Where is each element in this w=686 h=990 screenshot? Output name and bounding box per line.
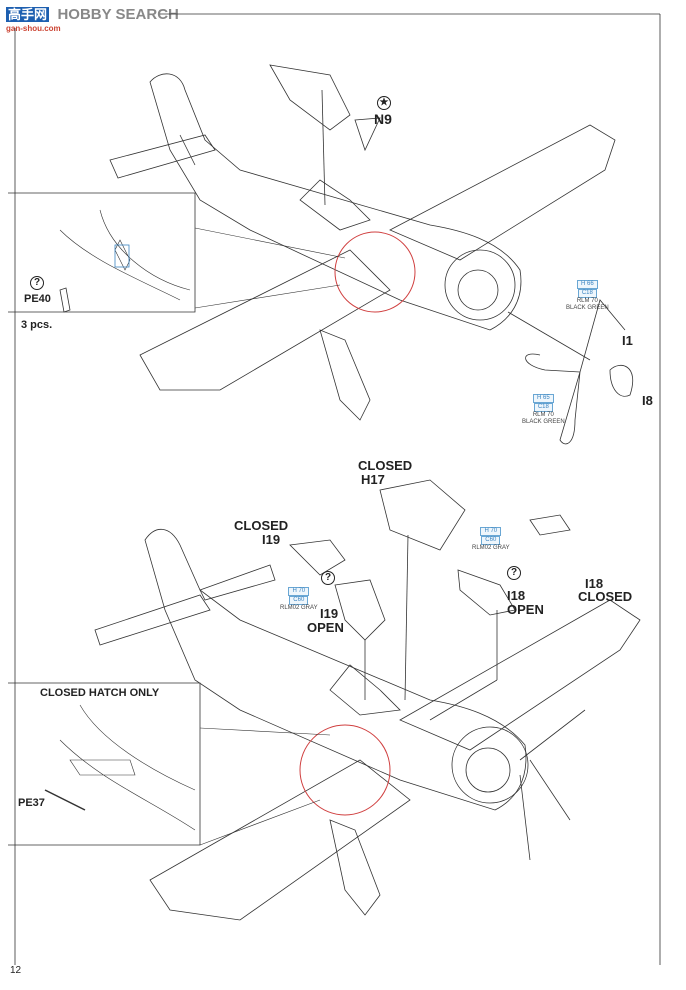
color-name: RLM 70 bbox=[532, 412, 554, 418]
part-label-i8: I8 bbox=[642, 393, 653, 408]
etch-quantity: 3 pcs. bbox=[21, 319, 53, 331]
highlight-circle-top bbox=[334, 231, 416, 313]
color-name: RLM 70 bbox=[576, 298, 598, 304]
watermark-cn: 高手网 bbox=[6, 7, 50, 22]
inset-title: CLOSED HATCH ONLY bbox=[40, 687, 160, 699]
color-name: RLM02 GRAY bbox=[472, 545, 510, 551]
color-code-h: H 66 bbox=[577, 280, 598, 289]
inset-bottom-frame bbox=[8, 682, 201, 846]
label-i18-closed-part: I18 bbox=[585, 576, 604, 591]
label-i18-open-state: OPEN bbox=[507, 602, 544, 617]
top-aircraft bbox=[109, 64, 634, 445]
color-code-c: C60 bbox=[289, 596, 309, 605]
color-callout: H 65 C18 RLM 70 BLACK GREEN bbox=[522, 394, 565, 426]
color-callout: H 70 C60 RLM02 GRAY bbox=[280, 587, 318, 612]
color-code-c: C60 bbox=[481, 536, 501, 545]
color-callout: H 70 C60 RLM02 GRAY bbox=[472, 527, 510, 552]
label-i19-closed-state: CLOSED bbox=[234, 518, 289, 533]
bottom-aircraft bbox=[94, 479, 641, 921]
watermark-logo: 高手网 HOBBY SEARCH gan-shou.com bbox=[6, 4, 179, 33]
label-h17-state: CLOSED bbox=[358, 458, 413, 473]
label-i19-closed-part: I19 bbox=[262, 532, 281, 547]
watermark-brand: HOBBY SEARCH bbox=[57, 6, 179, 23]
etch-part-pe40: PE40 bbox=[24, 293, 51, 305]
watermark-site: gan-shou.com bbox=[6, 24, 61, 33]
help-icon: ? bbox=[30, 276, 44, 290]
color-desc: BLACK GREEN bbox=[522, 419, 565, 425]
page-number: 12 bbox=[10, 965, 22, 976]
highlight-circle-bottom bbox=[299, 724, 391, 816]
color-code-c: C18 bbox=[577, 289, 597, 298]
color-code-h: H 70 bbox=[288, 587, 310, 596]
color-desc: BLACK GREEN bbox=[566, 305, 609, 311]
inset-top-frame bbox=[8, 192, 196, 313]
part-label-n9: N9 bbox=[374, 111, 392, 127]
help-icon: ? bbox=[321, 571, 335, 585]
label-i18-open-part: I18 bbox=[507, 588, 526, 603]
help-icon: ? bbox=[507, 566, 521, 580]
color-code-c: C18 bbox=[533, 403, 553, 412]
color-name: RLM02 GRAY bbox=[280, 605, 318, 611]
color-code-h: H 70 bbox=[480, 527, 502, 536]
label-i19-open-state: OPEN bbox=[307, 620, 344, 635]
label-i19-open-part: I19 bbox=[320, 606, 339, 621]
help-icon: ★ bbox=[377, 96, 391, 110]
color-code-h: H 65 bbox=[533, 394, 554, 403]
etch-part-pe37: PE37 bbox=[18, 797, 45, 809]
part-label-i1: I1 bbox=[622, 333, 633, 348]
label-h17-part: H17 bbox=[361, 472, 385, 487]
color-callout: H 66 C18 RLM 70 BLACK GREEN bbox=[566, 280, 609, 312]
label-i18-closed-state: CLOSED bbox=[578, 589, 633, 604]
